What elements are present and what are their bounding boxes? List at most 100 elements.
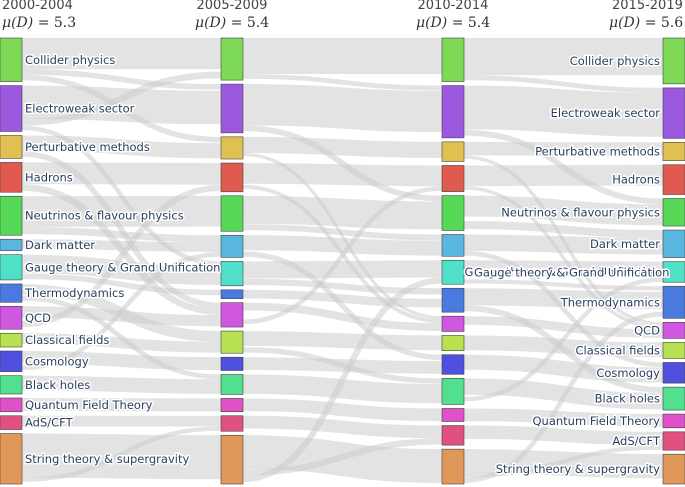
sankey-flow: [463, 164, 664, 187]
sankey-flow: [242, 251, 443, 361]
sankey-flow: [21, 69, 222, 90]
node-0-0: [0, 37, 23, 82]
node-3-10: [662, 362, 685, 384]
sankey-flow: [21, 333, 222, 353]
node-1-5: [220, 234, 244, 258]
node-1-11: [220, 374, 244, 395]
sankey-flow: [21, 254, 222, 286]
node-2-2: [441, 141, 465, 162]
period-header-2: 2010-2014: [417, 0, 489, 13]
node-label-0-10: Cosmology: [25, 354, 89, 368]
sankey-flow: [463, 316, 664, 338]
sankey-flow: [242, 84, 443, 133]
node-0-1: [0, 85, 23, 132]
node-1-4: [220, 195, 244, 232]
node-3-7: [662, 285, 685, 319]
node-1-1: [220, 83, 244, 134]
node-1-12: [220, 398, 244, 413]
node-2-6: [441, 259, 465, 285]
node-label-3-6: Gauge theory & Grand Unification: [465, 265, 660, 279]
node-3-5: [662, 229, 685, 258]
mean-degree-value: 5.4: [246, 15, 270, 31]
node-3-11: [662, 386, 685, 411]
node-label-3-4: Neutrinos & flavour physics: [501, 205, 660, 219]
sankey-flow: [463, 277, 664, 402]
node-2-4: [441, 195, 465, 231]
sankey-flow: [242, 235, 443, 256]
node-label-mid-6: Gauge theory & Grand Unification: [474, 265, 669, 279]
mean-degree-value: 5.3: [53, 15, 77, 31]
node-0-8: [0, 305, 23, 330]
sankey-flow: [242, 398, 443, 422]
sankey-flow: [21, 226, 222, 243]
sankey-nodes: [0, 37, 685, 485]
period-header-1: 2005-2009: [196, 0, 268, 13]
sankey-flow: [463, 220, 664, 239]
sankey-flow: [242, 374, 443, 404]
node-1-7: [220, 289, 244, 299]
sankey-flow: [21, 239, 222, 252]
node-0-13: [0, 415, 23, 430]
node-label-0-5: Dark matter: [25, 238, 95, 252]
mean-degree-prefix: μ(D) =: [416, 15, 468, 31]
sankey-flow: [21, 184, 222, 328]
node-3-1: [662, 87, 685, 139]
sankey-flow: [21, 251, 222, 371]
node-0-11: [0, 375, 23, 395]
node-1-8: [220, 302, 244, 328]
node-label-0-12: Quantum Field Theory: [25, 398, 153, 412]
node-label-3-11: Black holes: [595, 392, 660, 406]
node-0-12: [0, 397, 23, 413]
period-mean-degree-2: μ(D) = 5.4: [416, 15, 490, 31]
node-2-10: [441, 354, 465, 375]
node-0-4: [0, 195, 23, 236]
node-0-6: [0, 254, 23, 281]
node-label-3-12: Quantum Field Theory: [533, 414, 661, 428]
node-2-9: [441, 335, 465, 352]
sankey-flow: [21, 162, 222, 185]
sankey-flow: [463, 75, 664, 93]
period-mean-degree-3: μ(D) = 5.6: [609, 15, 683, 31]
node-3-6: [662, 261, 685, 283]
node-label-3-2: Perturbative methods: [535, 145, 660, 159]
node-1-6: [220, 261, 244, 287]
node-0-14: [0, 433, 23, 485]
sankey-flow: [463, 85, 664, 137]
sankey-flow: [242, 186, 443, 325]
node-1-9: [220, 330, 244, 354]
node-3-3: [662, 164, 685, 195]
sankey-flow: [463, 250, 664, 368]
node-3-8: [662, 322, 685, 339]
sankey-flow: [463, 195, 664, 226]
node-label-0-0: Collider physics: [25, 53, 115, 67]
sankey-flow: [463, 288, 664, 310]
sankey-flow: [463, 279, 664, 291]
sankey-flow: [242, 224, 443, 241]
node-label-3-1: Electroweak sector: [551, 106, 661, 120]
period-mean-degree-1: μ(D) = 5.4: [195, 15, 269, 31]
sankey-flow: [242, 357, 443, 374]
sankey-flow: [21, 71, 222, 126]
node-2-11: [441, 378, 465, 405]
sankey-flow: [463, 408, 664, 427]
sankey-flow: [21, 85, 222, 125]
node-label-0-4: Neutrinos & flavour physics: [25, 209, 184, 223]
sankey-flow: [21, 375, 222, 394]
sankey-flow: [463, 234, 664, 255]
node-1-3: [220, 162, 244, 193]
node-3-12: [662, 413, 685, 429]
node-label-3-0: Collider physics: [570, 54, 660, 68]
node-2-12: [441, 408, 465, 422]
node-label-0-6: Gauge theory & Grand Unification: [25, 260, 220, 274]
sankey-flow: [242, 74, 443, 91]
period-header-0: 2000-2004: [2, 0, 73, 13]
sankey-flow: [242, 289, 443, 308]
node-0-2: [0, 135, 23, 159]
sankey-flow: [242, 163, 443, 187]
node-3-4: [662, 198, 685, 227]
sankey-flow: [242, 195, 443, 230]
sankey-flow: [21, 350, 222, 371]
mean-degree-value: 5.6: [660, 15, 684, 31]
node-2-13: [441, 425, 465, 446]
sankey-flow: [21, 306, 222, 327]
